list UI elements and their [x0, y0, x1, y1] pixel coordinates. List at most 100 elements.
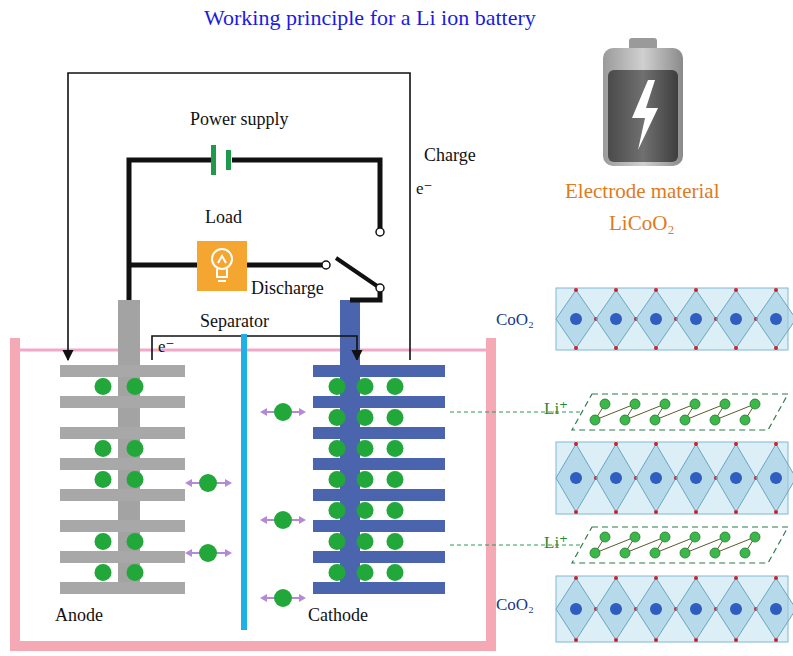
node-label: Cathode [308, 606, 368, 626]
node-label: Anode [55, 606, 103, 626]
switch-pivot [376, 284, 384, 292]
oxygen-atom [654, 442, 658, 446]
lithium-atom [750, 399, 760, 409]
octahedron [636, 290, 676, 348]
octahedron [636, 578, 676, 640]
separator-band: Separator [200, 310, 288, 632]
cathode-layer [313, 551, 445, 563]
anode-layer [60, 520, 185, 532]
lithium-atom [650, 415, 660, 425]
oxygen-atom [614, 510, 618, 514]
licoo2-crystal [556, 288, 793, 642]
arrow-head [260, 594, 267, 602]
lithium-ion [127, 378, 144, 395]
arrow-head [299, 594, 306, 602]
lithium-ion [329, 564, 346, 581]
oxygen-atom [774, 442, 778, 446]
coo2-slab [556, 288, 788, 350]
lithium-atom [690, 532, 700, 542]
oxygen-atom [654, 346, 658, 350]
lithium-atom [660, 532, 670, 542]
octahedron [556, 290, 596, 348]
arrow-head [260, 408, 267, 416]
lithium-ion [127, 533, 144, 550]
lithium-ion [387, 471, 404, 488]
lithium-atom [590, 415, 600, 425]
oxygen-atom [614, 288, 618, 292]
anode-post [118, 300, 140, 362]
electron-label: e⁻ [158, 338, 175, 357]
diagram-title: Working principle for a Li ion battery [204, 6, 536, 30]
lithium-ion [329, 533, 346, 550]
cobalt-atom [610, 313, 622, 325]
lithium-ion [357, 440, 374, 457]
lithium-atom [600, 532, 610, 542]
octahedron [676, 578, 716, 640]
octahedron [756, 290, 793, 348]
octahedron [556, 444, 596, 512]
electron-label: e⁻ [416, 180, 433, 199]
cathode-layer [313, 489, 445, 501]
lithium-atom [710, 548, 720, 558]
oxygen-atom [614, 576, 618, 580]
oxygen-atom [694, 576, 698, 580]
octahedron [676, 444, 716, 512]
lithium-atom [680, 415, 690, 425]
part-label: Power supply [190, 110, 289, 130]
anode-layer [60, 427, 185, 439]
lithium-atom [590, 548, 600, 558]
cathode-layer [313, 458, 445, 470]
octahedron [676, 290, 716, 348]
octahedron [596, 290, 636, 348]
lithium-ion [274, 511, 292, 529]
oxygen-atom [774, 346, 778, 350]
lithium-ion [357, 409, 374, 426]
lithium-ion [357, 471, 374, 488]
cobalt-atom [570, 313, 582, 325]
lithium-atom [750, 532, 760, 542]
oxygen-atom [694, 442, 698, 446]
oxygen-atom [734, 510, 738, 514]
cobalt-atom [690, 313, 702, 325]
lithium-ion [357, 533, 374, 550]
switch-contact [376, 228, 384, 236]
cobalt-atom [730, 313, 742, 325]
cathode-layer [313, 427, 445, 439]
oxygen-atom [694, 346, 698, 350]
oxygen-atom [774, 288, 778, 292]
lithium-ion [95, 440, 112, 457]
node-shape [200, 310, 288, 632]
electrode: Cathode [308, 360, 450, 628]
anode-layer [60, 458, 185, 470]
cobalt-atom [650, 603, 662, 615]
lithium-ion [127, 471, 144, 488]
coo2-slab [556, 576, 788, 642]
oxygen-atom [574, 576, 578, 580]
lithium-atom [620, 548, 630, 558]
cobalt-atom [770, 603, 782, 615]
lithium-ion [357, 564, 374, 581]
load-lamp [197, 241, 247, 291]
lithium-ion [329, 502, 346, 519]
lithium-ion [329, 471, 346, 488]
part-label: Electrode material [565, 180, 720, 203]
lithium-ion [95, 378, 112, 395]
octahedron [716, 444, 756, 512]
lithium-atom [660, 399, 670, 409]
circuit-wires [129, 160, 380, 300]
lithium-atom [650, 548, 660, 558]
bulb-icon [212, 249, 232, 281]
oxygen-atom [654, 638, 658, 642]
cobalt-atom [570, 472, 582, 484]
lithium-atom [710, 415, 720, 425]
node-shape [308, 360, 450, 628]
lithium-ion [95, 533, 112, 550]
oxygen-atom [774, 638, 778, 642]
arrow-head [299, 516, 306, 524]
li-plane [572, 527, 788, 563]
cobalt-atom [770, 313, 782, 325]
oxygen-atom [774, 576, 778, 580]
lithium-ion [387, 533, 404, 550]
oxygen-atom [614, 346, 618, 350]
oxygen-atom [614, 638, 618, 642]
